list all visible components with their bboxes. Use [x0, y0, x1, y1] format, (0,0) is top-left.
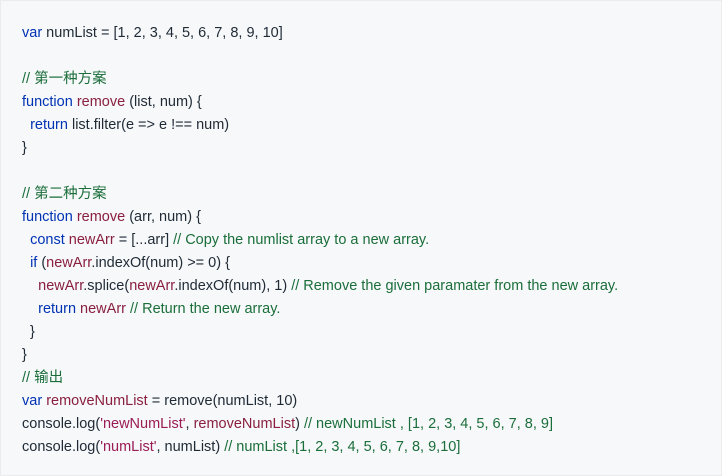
comment: // 输出	[22, 370, 64, 386]
variable-name: removeNumList	[46, 393, 148, 409]
variable-name: removeNumList	[193, 416, 296, 432]
code-line: // 输出	[22, 367, 721, 390]
function-name: remove	[76, 94, 126, 110]
variable-name: newArr	[129, 278, 175, 294]
code-line: return newArr // Return the new array.	[22, 298, 721, 321]
comment: // Return the new array.	[130, 301, 281, 317]
code-line: function remove (arr, num) {	[22, 209, 201, 225]
code-line: return list.filter(e => e !== num)	[30, 117, 230, 133]
keyword-if: if	[30, 255, 38, 271]
comment: // 第二种方案	[22, 186, 107, 202]
variable-name: newArr	[46, 255, 92, 271]
code-line: // 第二种方案	[22, 183, 721, 206]
function-name: remove	[76, 209, 126, 225]
keyword-function: function	[22, 94, 73, 110]
variable-name: newArr	[80, 301, 126, 317]
comment: // Remove the given paramater from the n…	[291, 278, 619, 294]
code-line-empty	[22, 45, 721, 68]
string-literal: 'newNumList'	[100, 416, 186, 432]
code-line: console.log('newNumList', removeNumList)…	[22, 416, 554, 432]
keyword-const: const	[30, 232, 65, 248]
code-line: newArr.splice(newArr.indexOf(num), 1) //…	[38, 278, 619, 294]
keyword-return: return	[38, 301, 77, 317]
code-line: const newArr = [...arr] // Copy the numl…	[30, 232, 430, 248]
keyword-function: function	[22, 209, 73, 225]
code-line: }	[22, 324, 35, 340]
code-line: var numList = [1, 2, 3, 4, 5, 6, 7, 8, 9…	[22, 25, 283, 41]
comment: // newNumList , [1, 2, 3, 4, 5, 6, 7, 8,…	[303, 416, 554, 432]
code-line-empty	[22, 160, 721, 183]
code-line: console.log('numList', numList) // numLi…	[22, 439, 461, 455]
variable-name: newArr	[68, 232, 115, 248]
string-literal: 'numList'	[100, 439, 157, 455]
code-line: }	[22, 347, 27, 363]
comment: // 第一种方案	[22, 71, 107, 87]
keyword-return: return	[30, 117, 68, 133]
code-line: var removeNumList = remove(numList, 10)	[22, 393, 298, 409]
keyword-var: var	[22, 393, 43, 409]
comment: // numList ,[1, 2, 3, 4, 5, 6, 7, 8, 9,1…	[224, 439, 461, 455]
code-line: if (newArr.indexOf(num) >= 0) {	[30, 255, 230, 271]
variable-name: newArr	[38, 278, 84, 294]
code-line: // 第一种方案	[22, 68, 721, 91]
code-line: }	[22, 140, 27, 156]
keyword-var: var	[22, 25, 43, 41]
code-line: function remove (list, num) {	[22, 94, 202, 110]
comment: // Copy the numlist array to a new array…	[173, 232, 430, 248]
